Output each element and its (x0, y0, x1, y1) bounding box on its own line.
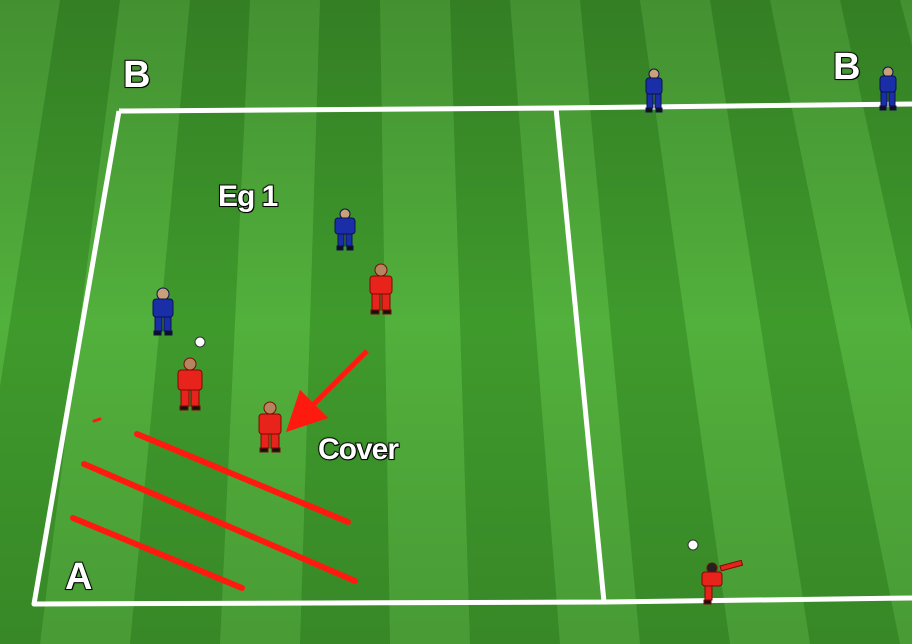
ball (688, 540, 698, 550)
ball (195, 337, 205, 347)
example-label: Eg 1 (218, 180, 277, 214)
corner-label-b-right: B (833, 46, 860, 89)
corner-label-b-left: B (123, 54, 150, 97)
cover-label: Cover (318, 433, 398, 467)
corner-label-a: A (65, 556, 92, 599)
